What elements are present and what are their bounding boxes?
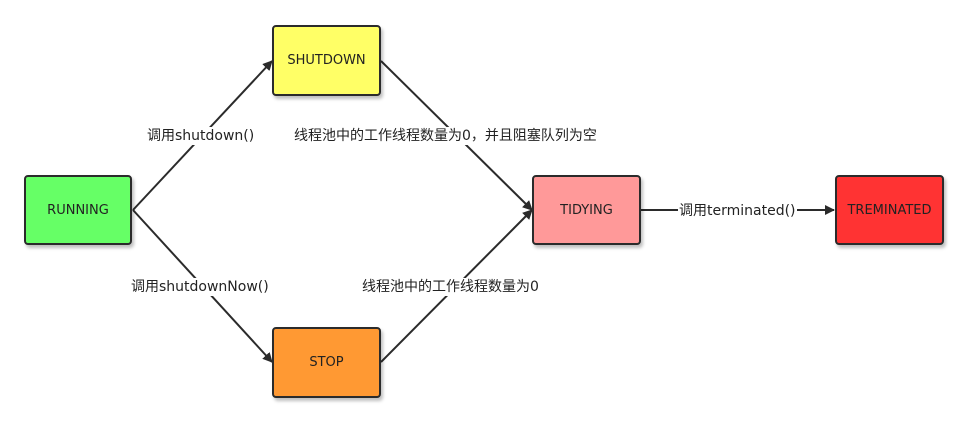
state-label-shutdown: SHUTDOWN xyxy=(287,53,366,68)
state-label-running: RUNNING xyxy=(47,202,109,218)
edge-label-shutdown-to-tidying: 线程池中的工作线程数量为0，并且阻塞队列为空 xyxy=(293,127,598,145)
state-node-running[interactable]: RUNNING xyxy=(24,175,132,245)
edge-label-tidying-to-terminated: 调用terminated() xyxy=(678,202,797,220)
state-node-tidying[interactable]: TIDYING xyxy=(532,175,641,245)
edge-label-running-to-shutdown: 调用shutdown() xyxy=(146,127,256,145)
state-label-terminated: TREMINATED xyxy=(847,202,932,218)
state-label-stop: STOP xyxy=(309,355,344,370)
state-node-shutdown[interactable]: SHUTDOWN xyxy=(272,25,381,96)
edge-label-running-to-stop: 调用shutdownNow() xyxy=(130,278,270,296)
state-label-tidying: TIDYING xyxy=(560,202,613,218)
state-node-stop[interactable]: STOP xyxy=(272,327,381,398)
state-node-terminated[interactable]: TREMINATED xyxy=(835,175,944,245)
edge-label-stop-to-tidying: 线程池中的工作线程数量为0 xyxy=(361,278,540,296)
